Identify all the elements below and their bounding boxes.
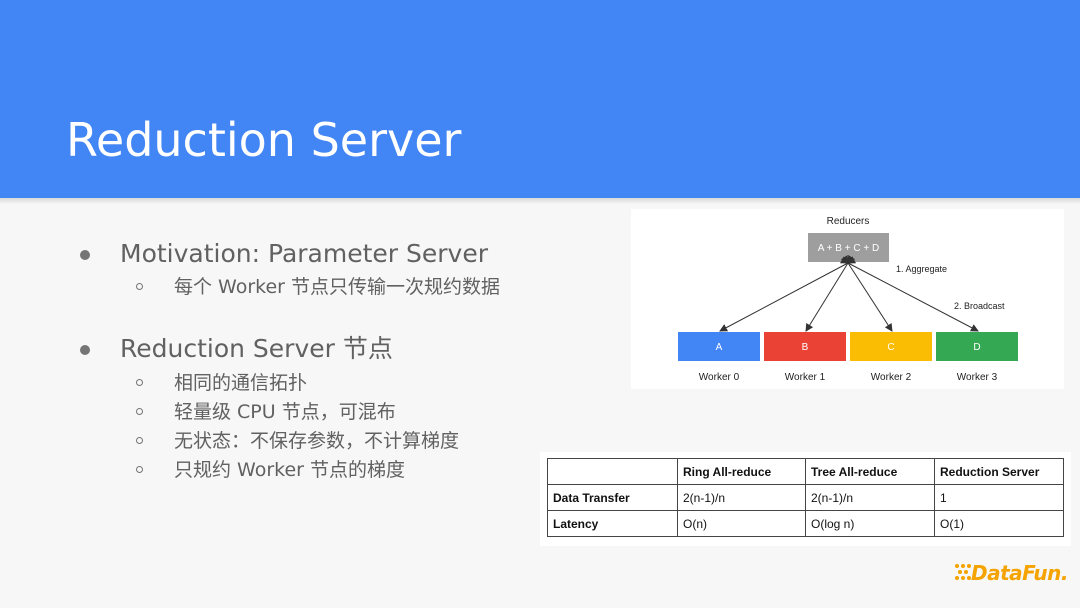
bullet-text: Reduction Server 节点: [120, 334, 393, 363]
link-line-worker-1: [805, 254, 856, 332]
sub-bullet-item: 只规约 Worker 节点的梯度: [136, 458, 406, 482]
worker-block-c-label: C: [887, 342, 894, 353]
aggregate-box-label: A + B + C + D: [818, 243, 879, 254]
sub-bullet-text: 只规约 Worker 节点的梯度: [174, 459, 406, 481]
reducers-label: Reducers: [827, 216, 870, 227]
sub-bullet-text: 相同的通信拓扑: [174, 372, 308, 394]
sub-bullet-circle-icon: [136, 408, 143, 415]
table-cell: 2(n-1)/n: [805, 484, 935, 511]
sub-bullet-item: 相同的通信拓扑: [136, 371, 308, 395]
sub-bullet-circle-icon: [136, 437, 143, 444]
worker-block-b-label: B: [802, 342, 809, 353]
worker-block-d-label: D: [973, 342, 980, 353]
worker-2-label: Worker 2: [871, 372, 912, 383]
comparison-table-card: Ring All-reduce Tree All-reduce Reductio…: [540, 452, 1071, 546]
comparison-table: Ring All-reduce Tree All-reduce Reductio…: [547, 458, 1064, 537]
sub-bullet-circle-icon: [136, 466, 143, 473]
table-cell: O(n): [677, 510, 806, 537]
sub-bullet-circle-icon: [136, 379, 143, 386]
step-broadcast-label: 2. Broadcast: [954, 301, 1005, 311]
table-header-cell: Tree All-reduce: [805, 458, 935, 485]
sub-bullet-text: 轻量级 CPU 节点，可混布: [174, 401, 396, 423]
table-cell: Latency: [547, 510, 678, 537]
link-line-worker-3: [839, 256, 979, 332]
bullet-item: Motivation: Parameter Server: [80, 239, 488, 269]
header-shadow: [0, 198, 1080, 204]
reduction-diagram-svg: Reducers A + B + C + D 1. Aggregate 2. B…: [678, 216, 1018, 383]
worker-block-c: [850, 332, 932, 361]
step-aggregate-label: 1. Aggregate: [896, 264, 947, 274]
worker-block-d: [936, 332, 1018, 361]
table-cell: 1: [934, 484, 1064, 511]
sub-bullet-item: 轻量级 CPU 节点，可混布: [136, 400, 396, 424]
table-header-row: Ring All-reduce Tree All-reduce Reductio…: [547, 458, 1064, 485]
bullet-item: Reduction Server 节点: [80, 334, 393, 364]
table-row: Latency O(n) O(log n) O(1): [547, 510, 1064, 537]
link-line-worker-2: [840, 254, 893, 332]
table-cell: Data Transfer: [547, 484, 678, 511]
table-cell: O(1): [934, 510, 1064, 537]
bullet-dot-icon: [80, 345, 90, 355]
link-line-worker-0: [719, 256, 857, 332]
worker-1-label: Worker 1: [785, 372, 826, 383]
slide-title: Reduction Server: [66, 113, 462, 167]
sub-bullet-text: 每个 Worker 节点只传输一次规约数据: [174, 276, 501, 298]
table-header-cell: Reduction Server: [934, 458, 1064, 485]
slide-header: Reduction Server: [0, 0, 1080, 198]
worker-block-b: [764, 332, 846, 361]
datafun-logo-text: DataFun.: [971, 561, 1068, 585]
reduction-diagram: Reducers A + B + C + D 1. Aggregate 2. B…: [631, 209, 1064, 389]
sub-bullet-circle-icon: [136, 283, 143, 290]
bullet-dot-icon: [80, 250, 90, 260]
sub-bullet-item: 每个 Worker 节点只传输一次规约数据: [136, 275, 501, 299]
table-cell: 2(n-1)/n: [677, 484, 806, 511]
table-header-cell: [547, 458, 678, 485]
worker-3-label: Worker 3: [957, 372, 998, 383]
datafun-logo-dots-icon: [955, 564, 971, 580]
table-header-cell: Ring All-reduce: [677, 458, 806, 485]
sub-bullet-item: 无状态：不保存参数，不计算梯度: [136, 429, 460, 453]
worker-0-label: Worker 0: [699, 372, 740, 383]
table-cell: O(log n): [805, 510, 935, 537]
sub-bullet-text: 无状态：不保存参数，不计算梯度: [174, 430, 460, 452]
worker-block-a-label: A: [716, 342, 723, 353]
bullet-text: Motivation: Parameter Server: [120, 239, 488, 268]
worker-block-a: [678, 332, 760, 361]
table-row: Data Transfer 2(n-1)/n 2(n-1)/n 1: [547, 484, 1064, 511]
